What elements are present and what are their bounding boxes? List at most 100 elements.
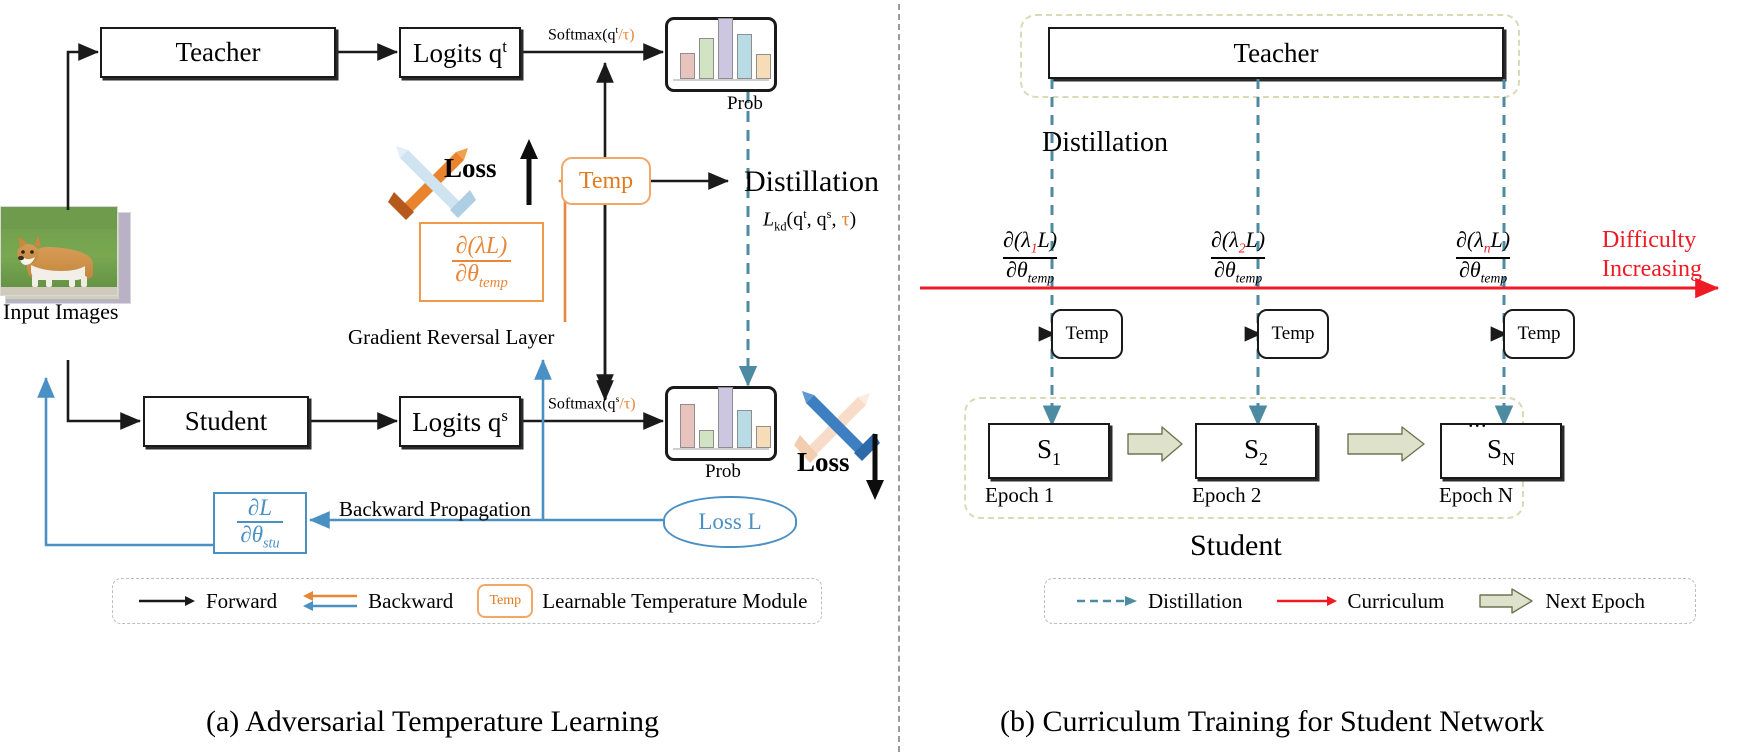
temp-box-2-label: Temp	[1271, 323, 1315, 344]
histogram-bar	[718, 387, 733, 448]
legend-label-backward: Backward	[368, 588, 454, 613]
histogram-bar	[699, 38, 714, 79]
forward-wiring-left	[37, 43, 758, 547]
stage-box-1-label: S1	[1036, 433, 1061, 469]
softmax-student-label: Softmax(qs/τ)	[548, 394, 636, 413]
temp-module-label: Temp	[578, 167, 634, 194]
stage-box-1[interactable]: S1	[988, 423, 1110, 479]
loss-up-label: Loss	[444, 153, 497, 183]
input-image-thumbnail	[0, 206, 118, 296]
logits-teacher-label: Logits qt	[413, 36, 507, 68]
backward-propagation-label: Backward Propagation	[339, 497, 531, 521]
teacher-group-outline	[1020, 14, 1520, 98]
stage-ellipsis: ...	[1468, 407, 1488, 432]
legend-label-forward: Forward	[206, 588, 278, 613]
column-gradient-3: ∂(λnL) ∂θtemp	[1455, 227, 1511, 286]
legend-item-next-epoch: Next Epoch	[1478, 587, 1645, 615]
histogram-baseline	[673, 79, 769, 81]
distillation-label-b: Distillation	[1042, 127, 1168, 158]
legend-item-backward: Backward	[301, 589, 453, 614]
temp-box-3[interactable]: Temp	[1503, 309, 1575, 359]
epoch-label-2: Epoch 2	[1192, 483, 1262, 507]
loss-ellipse-label: Loss L	[698, 509, 762, 534]
histogram-bar	[699, 430, 714, 448]
student-prob-label: Prob	[705, 461, 741, 482]
loss-ellipse: Loss L	[663, 496, 797, 548]
teacher-box-b-label: Teacher	[1233, 37, 1319, 68]
stage-box-3-label: SN	[1486, 433, 1515, 469]
student-grad-denominator: ∂θstu	[237, 520, 283, 551]
stage-box-3[interactable]: SN	[1440, 423, 1562, 479]
legend-item-curriculum: Curriculum	[1276, 588, 1445, 614]
block-arrow-icon	[1127, 426, 1183, 462]
legend-label-curriculum: Curriculum	[1347, 588, 1445, 613]
panel-a-legend: Forward Backward Temp Learnable Temperat…	[112, 578, 822, 624]
legend-label-next-epoch: Next Epoch	[1545, 588, 1646, 613]
student-group-label: Student	[1190, 529, 1282, 562]
block-arrow-icon	[1479, 588, 1534, 614]
temp-gradient-box: ∂(λL) ∂θtemp	[419, 222, 544, 302]
teacher-box-b[interactable]: Teacher	[1048, 27, 1504, 79]
column-gradient-1: ∂(λ1L) ∂θtemp	[1002, 227, 1058, 286]
student-gradient-box: ∂L ∂θstu	[213, 492, 307, 554]
temp-box-2[interactable]: Temp	[1257, 309, 1329, 359]
legend-item-distillation: Distillation	[1077, 589, 1243, 614]
student-prob-histogram	[665, 386, 777, 461]
black-arrow-icon	[139, 596, 195, 606]
logits-teacher-box[interactable]: Logits qt	[399, 27, 521, 78]
histogram-bar	[718, 18, 733, 79]
teacher-prob-label: Prob	[727, 93, 763, 114]
panel-b-caption: (b) Curriculum Training for Student Netw…	[1000, 705, 1545, 738]
epoch-label-1: Epoch 1	[985, 483, 1055, 507]
legend-label-temp-module: Learnable Temperature Module	[542, 588, 808, 613]
histogram-bar	[737, 34, 752, 79]
panel-a-caption: (a) Adversarial Temperature Learning	[206, 705, 659, 738]
block-arrow-icon	[1347, 426, 1425, 462]
logits-student-label: Logits qs	[412, 405, 508, 437]
student-grad-numerator: ∂L	[247, 494, 273, 520]
column-gradient-2: ∂(λ2L) ∂θtemp	[1210, 227, 1266, 286]
temp-grad-denominator: ∂θtemp	[452, 259, 511, 291]
loss-down-arrow-icon	[866, 434, 884, 500]
loss-down-label: Loss	[797, 447, 850, 477]
teacher-box[interactable]: Teacher	[100, 27, 336, 78]
legend-item-forward: Forward	[139, 589, 277, 614]
histogram-baseline	[673, 448, 769, 450]
teacher-box-label: Teacher	[175, 37, 261, 67]
crossed-swords-icon	[794, 391, 880, 463]
teacher-prob-histogram	[665, 17, 777, 92]
loss-up-arrow-icon	[520, 139, 538, 205]
panel-divider	[898, 4, 900, 752]
histogram-bar	[680, 53, 695, 79]
distillation-title: Distillation	[744, 165, 879, 198]
temp-grad-numerator: ∂(λL)	[455, 232, 508, 259]
epoch-label-3: Epoch N	[1439, 483, 1514, 507]
temp-box-1-label: Temp	[1065, 323, 1109, 344]
orange-blue-arrow-icon	[303, 591, 358, 611]
temp-box-3-label: Temp	[1517, 323, 1561, 344]
blue-dashed-arrow-icon	[1077, 596, 1137, 606]
input-images-label: Input Images	[3, 299, 119, 324]
histogram-bar	[756, 54, 771, 79]
gradient-reversal-layer-label: Gradient Reversal Layer	[348, 325, 555, 349]
distillation-formula: Lkd(qt, qs, τ)	[763, 207, 857, 234]
temp-box-1[interactable]: Temp	[1051, 309, 1123, 359]
stage-box-2[interactable]: S2	[1195, 423, 1317, 479]
learnable-temperature-module[interactable]: Temp	[561, 157, 651, 205]
panel-b-wiring	[920, 79, 1720, 462]
student-box[interactable]: Student	[143, 396, 309, 447]
stage-box-2-label: S2	[1243, 433, 1268, 469]
histogram-bar	[737, 410, 752, 448]
difficulty-increasing-label: Difficulty Increasing	[1602, 227, 1702, 283]
crossed-swords-icon	[388, 146, 476, 220]
temp-chip-icon: Temp	[477, 584, 534, 618]
legend-item-temp-module: Temp Learnable Temperature Module	[477, 584, 807, 618]
student-box-label: Student	[184, 406, 268, 436]
histogram-bar	[756, 426, 771, 448]
red-arrow-icon	[1276, 596, 1337, 606]
histogram-bar	[680, 404, 695, 448]
softmax-teacher-label: Softmax(qt/τ)	[548, 25, 635, 44]
panel-b-legend: Distillation Curriculum Next Epoch	[1044, 578, 1696, 624]
logits-student-box[interactable]: Logits qs	[399, 396, 521, 447]
legend-label-distillation: Distillation	[1148, 588, 1243, 613]
